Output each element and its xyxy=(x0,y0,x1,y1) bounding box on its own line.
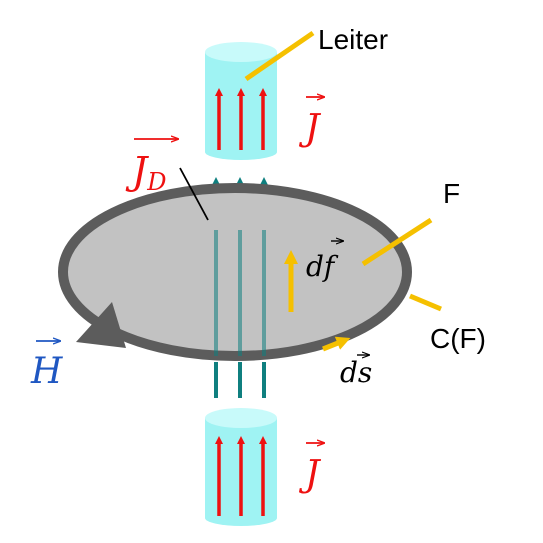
label-J-top: J xyxy=(298,108,322,149)
label-J-D-sub: D xyxy=(146,168,166,196)
label-H-group: H xyxy=(30,341,63,392)
displacement-current-through-surface xyxy=(214,230,266,356)
label-ds-group: ds xyxy=(340,355,372,389)
F-pointer xyxy=(361,217,433,267)
bottom-conductor xyxy=(205,408,277,526)
label-leiter: Leiter xyxy=(318,24,388,55)
label-J-bottom: J xyxy=(298,454,322,495)
JD-pointer xyxy=(179,167,209,221)
displacement-current-arrows-bottom xyxy=(214,362,266,398)
label-J-top-group: J xyxy=(298,97,324,149)
ds-vector-arrow xyxy=(322,336,351,352)
curve-direction-arrowhead xyxy=(76,302,126,348)
bottom-cylinder-cap xyxy=(205,408,277,428)
label-J-bottom-group: J xyxy=(298,443,324,495)
top-current-arrows xyxy=(215,88,267,150)
label-CF: C(F) xyxy=(430,323,486,354)
label-J-D-group: JD xyxy=(125,139,178,196)
surface-F xyxy=(58,183,412,361)
label-J-D: JD xyxy=(125,149,166,196)
label-df: df xyxy=(306,250,339,283)
label-J-D-main: J xyxy=(125,149,149,193)
label-ds: ds xyxy=(340,356,372,389)
top-conductor xyxy=(205,42,277,160)
label-F: F xyxy=(443,178,460,209)
surface-disk xyxy=(58,183,412,361)
CF-pointer xyxy=(409,293,442,312)
top-cylinder-cap xyxy=(205,42,277,62)
bottom-current-arrows xyxy=(215,436,267,516)
label-df-group: df xyxy=(306,241,343,283)
leiter-pointer xyxy=(244,30,315,82)
label-H: H xyxy=(30,351,63,392)
